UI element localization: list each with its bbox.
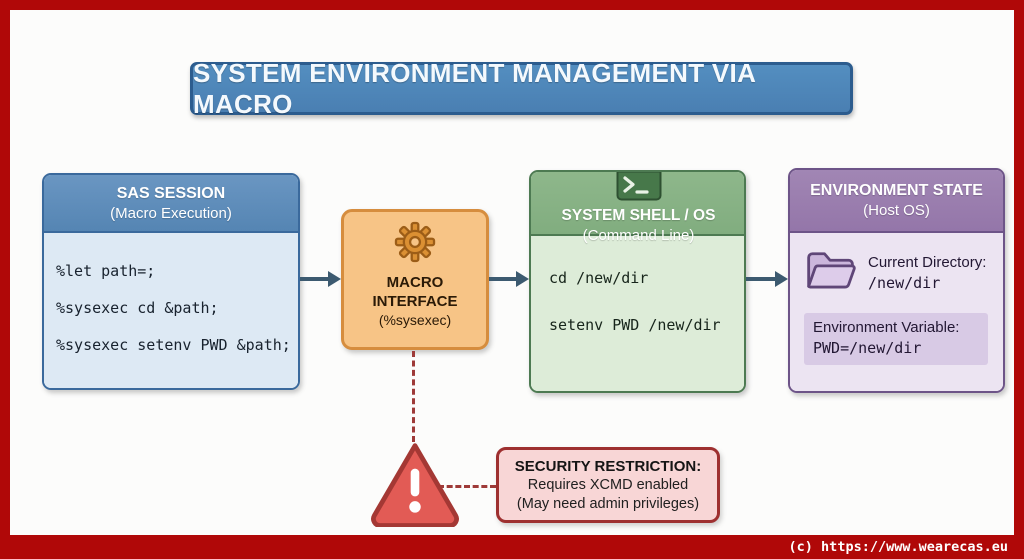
code-line: %sysexec setenv PWD &path; — [56, 336, 291, 354]
security-restriction-line3: (May need admin privileges) — [516, 495, 700, 512]
diagram-canvas: SYSTEM ENVIRONMENT MANAGEMENT VIA MACRO … — [10, 10, 1014, 535]
folder-icon — [804, 247, 858, 299]
macro-interface-box: MACRO INTERFACE (%sysexec) — [341, 209, 489, 350]
page-title: SYSTEM ENVIRONMENT MANAGEMENT VIA MACRO — [190, 58, 853, 119]
security-restriction-line2: Requires XCMD enabled — [527, 476, 689, 493]
code-line: %sysexec cd &path; — [56, 299, 219, 317]
gear-icon — [394, 221, 436, 268]
system-shell-code: cd /new/dir setenv PWD /new/dir — [531, 236, 744, 391]
arrow-head-icon — [516, 271, 529, 287]
code-line: %let path=; — [56, 262, 156, 280]
arrow-head-icon — [328, 271, 341, 287]
code-line: cd /new/dir — [549, 269, 649, 287]
code-line: setenv PWD /new/dir — [549, 316, 721, 334]
copyright-text: (c) https://www.wearecas.eu — [788, 539, 1008, 555]
arrow-sas-to-macro — [300, 271, 341, 287]
environment-state-title: ENVIRONMENT STATE — [810, 182, 983, 199]
environment-variable-box: Environment Variable: PWD=/new/dir — [804, 313, 988, 365]
system-shell-box: SYSTEM SHELL / OS (Command Line) cd /new… — [529, 170, 746, 393]
arrow-shaft — [300, 277, 328, 281]
terminal-icon — [616, 172, 662, 206]
arrow-head-icon — [775, 271, 788, 287]
environment-state-box: ENVIRONMENT STATE (Host OS) Current Dire… — [788, 168, 1005, 393]
current-directory-label: Current Directory: — [868, 254, 987, 271]
sas-session-title: SAS SESSION — [116, 184, 226, 202]
arrow-macro-to-shell — [489, 271, 529, 287]
macro-interface-subtitle: (%sysexec) — [378, 312, 452, 328]
macro-interface-title-line1: MACRO — [386, 274, 444, 291]
environment-state-body: Current Directory: /new/dir Environment … — [790, 233, 1003, 391]
environment-state-subtitle: (Host OS) — [863, 202, 930, 219]
macro-interface-title-line2: INTERFACE — [372, 293, 458, 310]
system-shell-header: SYSTEM SHELL / OS (Command Line) — [531, 172, 744, 244]
arrow-shaft — [746, 277, 775, 281]
dashed-connector-horizontal — [438, 485, 496, 488]
arrow-shaft — [489, 277, 516, 281]
system-shell-title: SYSTEM SHELL / OS — [561, 207, 716, 224]
environment-variable-label: Environment Variable: — [813, 319, 960, 336]
sas-session-header: SAS SESSION (Macro Execution) — [44, 175, 298, 233]
security-restriction-box: SECURITY RESTRICTION: Requires XCMD enab… — [496, 447, 720, 523]
security-restriction-title: SECURITY RESTRICTION: — [514, 457, 702, 475]
system-shell-subtitle: (Command Line) — [582, 227, 695, 244]
current-directory-value: /new/dir — [868, 274, 941, 292]
environment-variable-value: PWD=/new/dir — [813, 339, 922, 357]
sas-session-code: %let path=; %sysexec cd &path; %sysexec … — [44, 233, 298, 388]
current-directory-row: Current Directory: /new/dir — [804, 247, 991, 299]
sas-session-box: SAS SESSION (Macro Execution) %let path=… — [42, 173, 300, 390]
warning-triangle-icon — [367, 439, 463, 528]
arrow-shell-to-env — [746, 271, 788, 287]
dashed-connector-vertical — [412, 351, 415, 442]
environment-state-header: ENVIRONMENT STATE (Host OS) — [790, 170, 1003, 233]
sas-session-subtitle: (Macro Execution) — [110, 204, 232, 222]
